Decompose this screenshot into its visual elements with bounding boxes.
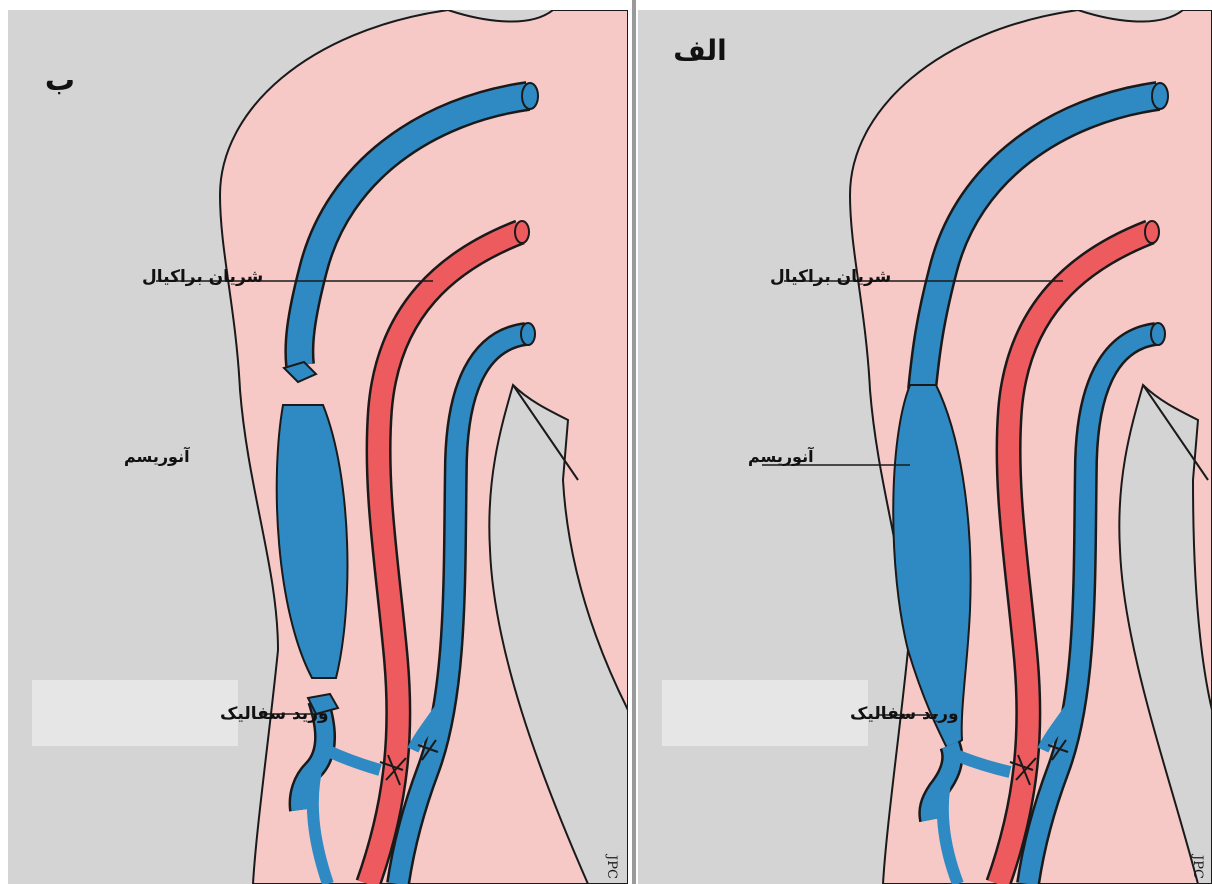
basilic-vein-end	[1151, 323, 1165, 345]
signature: JPC	[604, 853, 619, 879]
panel-alef-illustration: الف شریان براکیال آنوریسم ورید سفالیک JP…	[638, 10, 1212, 884]
panel-divider	[632, 0, 636, 884]
signature: JPC	[1190, 853, 1205, 879]
panel-alef: الف شریان براکیال آنوریسم ورید سفالیک JP…	[638, 10, 1212, 884]
panel-label: الف	[673, 34, 726, 67]
artery-end	[515, 221, 529, 243]
brachial-artery-label: شریان براکیال	[142, 267, 263, 287]
brachial-artery-label: شریان براکیال	[770, 267, 891, 287]
basilic-vein-end	[521, 323, 535, 345]
aneurysm-label: آنوریسم	[748, 446, 814, 466]
upper-vein-end	[522, 83, 538, 109]
cephalic-vein-label: ورید سفالیک	[220, 704, 329, 724]
upper-vein-end	[1152, 83, 1168, 109]
cephalic-label-box	[32, 680, 238, 746]
aneurysm-label: آنوریسم	[124, 446, 190, 466]
cephalic-label-box	[662, 680, 868, 746]
cephalic-vein-label: ورید سفالیک	[850, 704, 959, 724]
panel-b-illustration: ب شریان براکیال آنوریسم ورید سفالیک JPC	[8, 10, 628, 884]
panel-label: ب	[45, 63, 75, 98]
panel-b: ب شریان براکیال آنوریسم ورید سفالیک JPC	[8, 10, 628, 884]
artery-end	[1145, 221, 1159, 243]
